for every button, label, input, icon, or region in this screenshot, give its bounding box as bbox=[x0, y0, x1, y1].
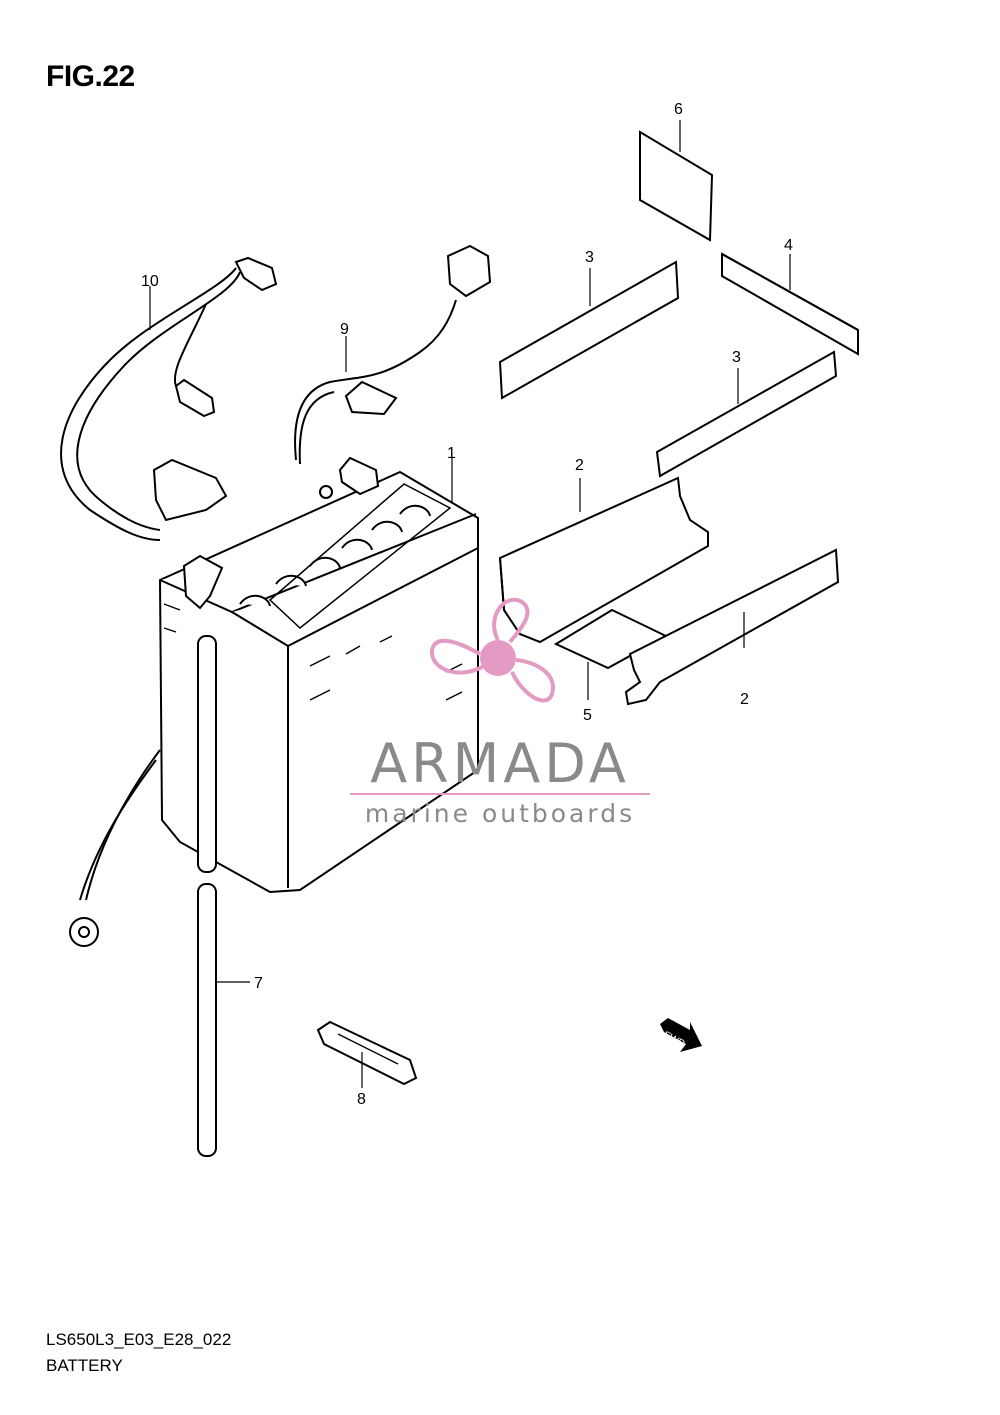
watermark-brand: ARMADA bbox=[370, 732, 630, 795]
part-3-upper-cushion[interactable] bbox=[498, 260, 680, 400]
callout-6: 6 bbox=[674, 101, 683, 118]
callout-1: 1 bbox=[447, 445, 456, 462]
callout-3-lower: 3 bbox=[732, 349, 741, 366]
callout-7: 7 bbox=[254, 975, 263, 992]
callout-3-upper: 3 bbox=[585, 249, 594, 266]
part-7-vent-tube[interactable] bbox=[197, 635, 250, 1157]
fwd-arrow-icon: FWD bbox=[660, 1018, 702, 1052]
propeller-icon bbox=[429, 597, 555, 703]
watermark-tagline: marine outboards bbox=[365, 799, 635, 828]
callout-9: 9 bbox=[340, 321, 349, 338]
part-2-lower-bracket[interactable] bbox=[624, 548, 840, 706]
part-6-pad[interactable] bbox=[639, 120, 714, 242]
figure-title: FIG.22 bbox=[46, 60, 135, 93]
part-8-strap[interactable] bbox=[316, 1020, 418, 1088]
part-4-cushion[interactable] bbox=[721, 252, 859, 356]
callout-10: 10 bbox=[141, 273, 159, 290]
drawing-code: LS650L3_E03_E28_022 bbox=[46, 1330, 232, 1349]
callout-2-upper: 2 bbox=[575, 457, 584, 474]
part-3-lower-cushion[interactable] bbox=[655, 350, 838, 478]
callout-4: 4 bbox=[784, 237, 793, 254]
callout-8: 8 bbox=[357, 1091, 366, 1108]
part-1-battery[interactable] bbox=[158, 456, 479, 894]
watermark-logo: ARMADA marine outboards bbox=[350, 597, 650, 828]
assembly-name: BATTERY bbox=[46, 1356, 123, 1375]
callout-2-lower: 2 bbox=[740, 691, 749, 708]
part-9-positive-cable[interactable] bbox=[294, 244, 492, 465]
part-10-negative-cable[interactable] bbox=[60, 256, 278, 947]
callout-5: 5 bbox=[583, 707, 592, 724]
